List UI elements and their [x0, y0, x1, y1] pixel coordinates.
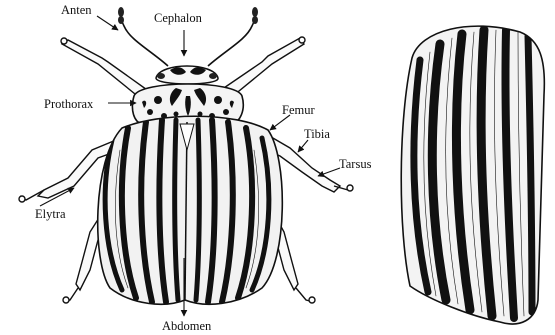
label-elytra: Elytra — [35, 207, 66, 221]
antenna-leader — [97, 16, 118, 30]
label-anten: Anten — [61, 3, 92, 17]
front-left-leg — [62, 40, 150, 98]
label-prothorax: Prothorax — [44, 97, 94, 111]
label-tibia: Tibia — [304, 127, 330, 141]
elytra-body — [98, 116, 283, 304]
tibia-leader — [298, 140, 308, 152]
label-abdomen: Abdomen — [162, 319, 212, 333]
label-cephalon: Cephalon — [154, 11, 203, 25]
detached-elytron — [401, 26, 544, 324]
cephalon-head — [156, 66, 218, 84]
label-femur: Femur — [282, 103, 315, 117]
label-tarsus: Tarsus — [339, 157, 372, 171]
femur-leader — [270, 115, 290, 130]
right-antenna — [208, 10, 256, 66]
tarsus-leader — [318, 168, 340, 176]
